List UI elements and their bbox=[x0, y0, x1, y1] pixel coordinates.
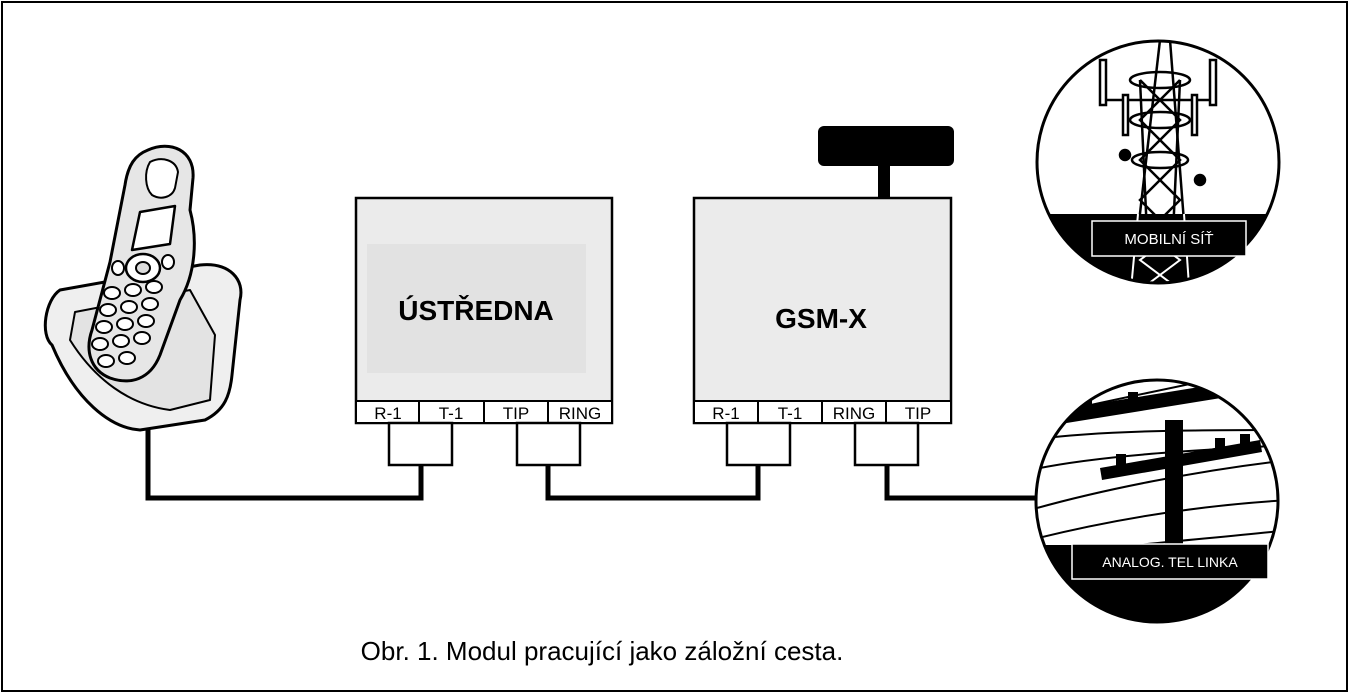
wire-panel-to-module bbox=[545, 465, 761, 501]
module-connector-r1-t1 bbox=[725, 421, 792, 467]
gsm-module-box: GSM-X R-1 T-1 RING TIP bbox=[692, 126, 954, 467]
panel-terminal-ring: RING bbox=[559, 404, 602, 423]
phone-line-label-box bbox=[1071, 543, 1269, 580]
antenna-icon bbox=[818, 126, 954, 199]
control-panel-box: ÚSTŘEDNA R-1 T-1 TIP RING bbox=[354, 196, 614, 467]
wiring bbox=[145, 422, 1038, 501]
control-panel-label: ÚSTŘEDNA bbox=[398, 295, 554, 326]
module-connector-ring-tip bbox=[853, 421, 920, 467]
gsm-module-label: GSM-X bbox=[775, 303, 867, 334]
panel-connector-r1-t1 bbox=[387, 421, 454, 467]
phone-line-label: ANALOG. TEL LINKA bbox=[1102, 554, 1238, 570]
mobile-network-label-box bbox=[1091, 220, 1247, 257]
wire-module-to-line bbox=[884, 465, 1038, 501]
panel-connector-tip-ring bbox=[515, 421, 582, 467]
panel-terminal-tip: TIP bbox=[503, 404, 529, 423]
panel-terminal-r1: R-1 bbox=[374, 404, 401, 423]
figure-caption: Obr. 1. Modul pracující jako záložní ces… bbox=[361, 636, 844, 666]
control-panel-label-area bbox=[367, 244, 586, 373]
module-terminal-ring: RING bbox=[833, 404, 876, 423]
mobile-network-label: MOBILNÍ SÍŤ bbox=[1124, 231, 1213, 248]
cordless-phone-icon bbox=[43, 144, 243, 432]
module-terminal-t1: T-1 bbox=[778, 404, 803, 423]
phone-line-scene: ANALOG. TEL LINKA bbox=[1034, 378, 1280, 624]
panel-terminal-t1: T-1 bbox=[439, 404, 464, 423]
module-terminal-tip: TIP bbox=[905, 404, 931, 423]
module-terminal-r1: R-1 bbox=[712, 404, 739, 423]
wire-phone-to-panel bbox=[145, 422, 424, 501]
